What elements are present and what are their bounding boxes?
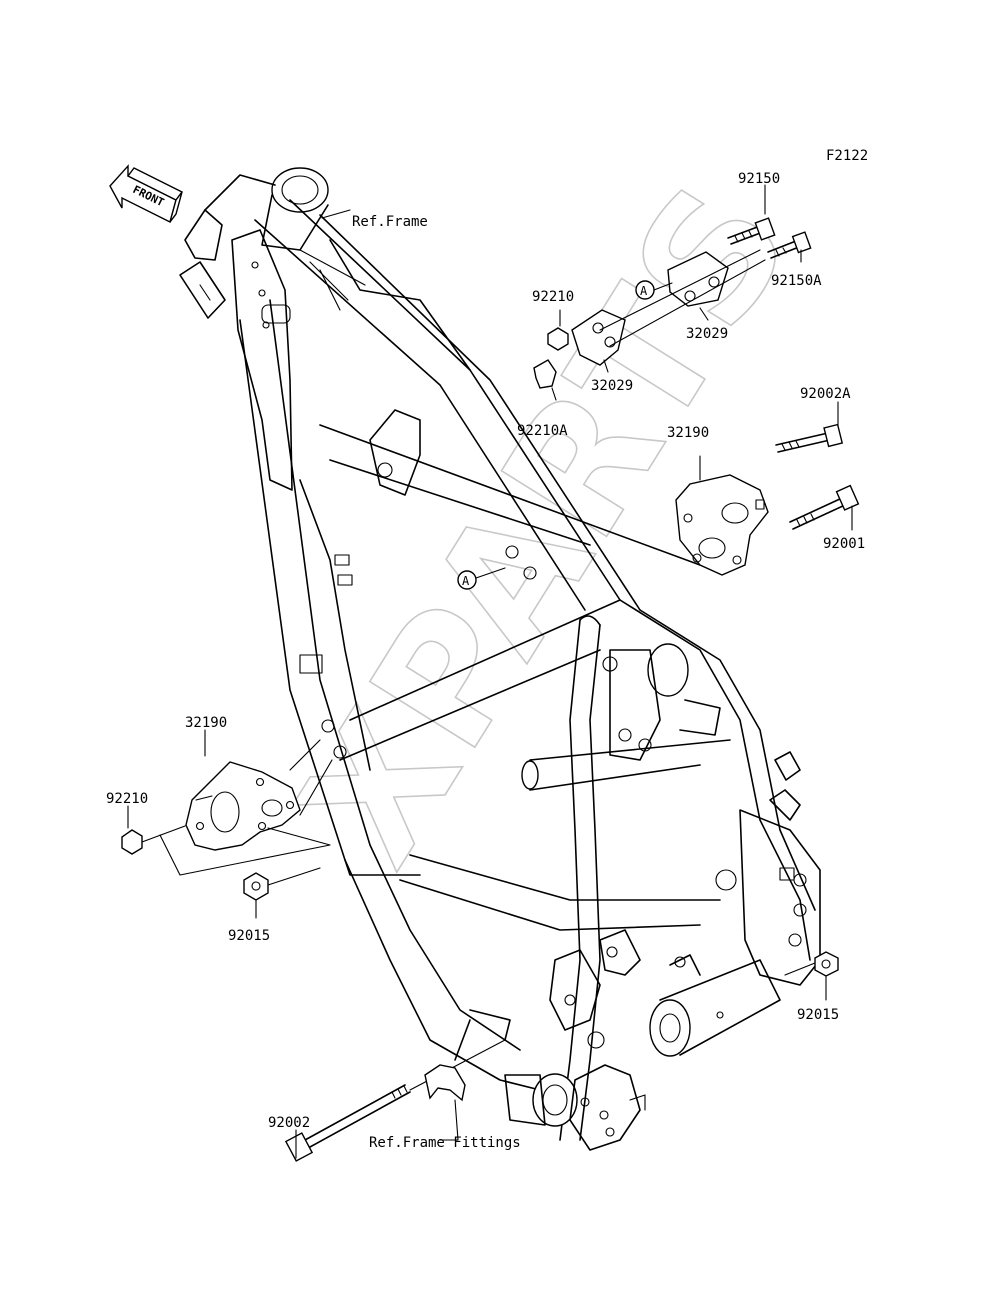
nut-92210-left-icon	[121, 829, 143, 855]
part-92002: 92002	[268, 1115, 310, 1131]
part-92210-top: 92210	[532, 289, 574, 305]
ref-frame-label: Ref.Frame	[352, 214, 428, 230]
part-32029-b: 32029	[591, 378, 633, 394]
left-parts	[121, 729, 333, 919]
clip-92210A-icon	[533, 359, 557, 389]
bolt-92001-icon	[789, 484, 860, 530]
bracket-32190-left-icon	[185, 761, 301, 851]
part-92210-left: 92210	[106, 791, 148, 807]
bracket-32190-right-icon	[675, 474, 769, 576]
part-92210A: 92210A	[517, 423, 568, 439]
part-92150A: 92150A	[771, 273, 822, 289]
part-92015-left: 92015	[228, 928, 270, 944]
bolt-92002-icon	[284, 1084, 411, 1162]
part-92002A: 92002A	[800, 386, 851, 402]
frame-fitting-collar-icon	[424, 1064, 466, 1102]
part-32190-right: 32190	[667, 425, 709, 441]
right-mid-parts: A	[457, 401, 860, 590]
part-92001: 92001	[823, 536, 865, 552]
bolt-92150-icon	[727, 217, 776, 245]
nut-92015-left-icon	[243, 872, 269, 901]
bolt-92002A-icon	[775, 423, 844, 453]
bottom-parts	[284, 209, 839, 1162]
nut-92015-right-icon	[814, 951, 839, 977]
figure-code: F2122	[826, 148, 868, 164]
callout-a-mid: A	[462, 574, 470, 588]
part-32190-left: 32190	[185, 715, 227, 731]
front-arrow-icon: FRONT	[109, 164, 184, 224]
nut-92210-top-icon	[547, 327, 569, 351]
frame-drawing	[179, 167, 821, 1151]
callout-a-mid-icon	[457, 570, 477, 590]
part-92150: 92150	[738, 171, 780, 187]
part-92015-right: 92015	[797, 1007, 839, 1023]
ref-frame-fittings-label: Ref.Frame Fittings	[369, 1135, 521, 1151]
upper-right-parts: A	[533, 184, 812, 401]
callout-a-top: A	[640, 284, 648, 298]
part-32029-a: 32029	[686, 326, 728, 342]
bolt-92150A-icon	[767, 231, 812, 259]
